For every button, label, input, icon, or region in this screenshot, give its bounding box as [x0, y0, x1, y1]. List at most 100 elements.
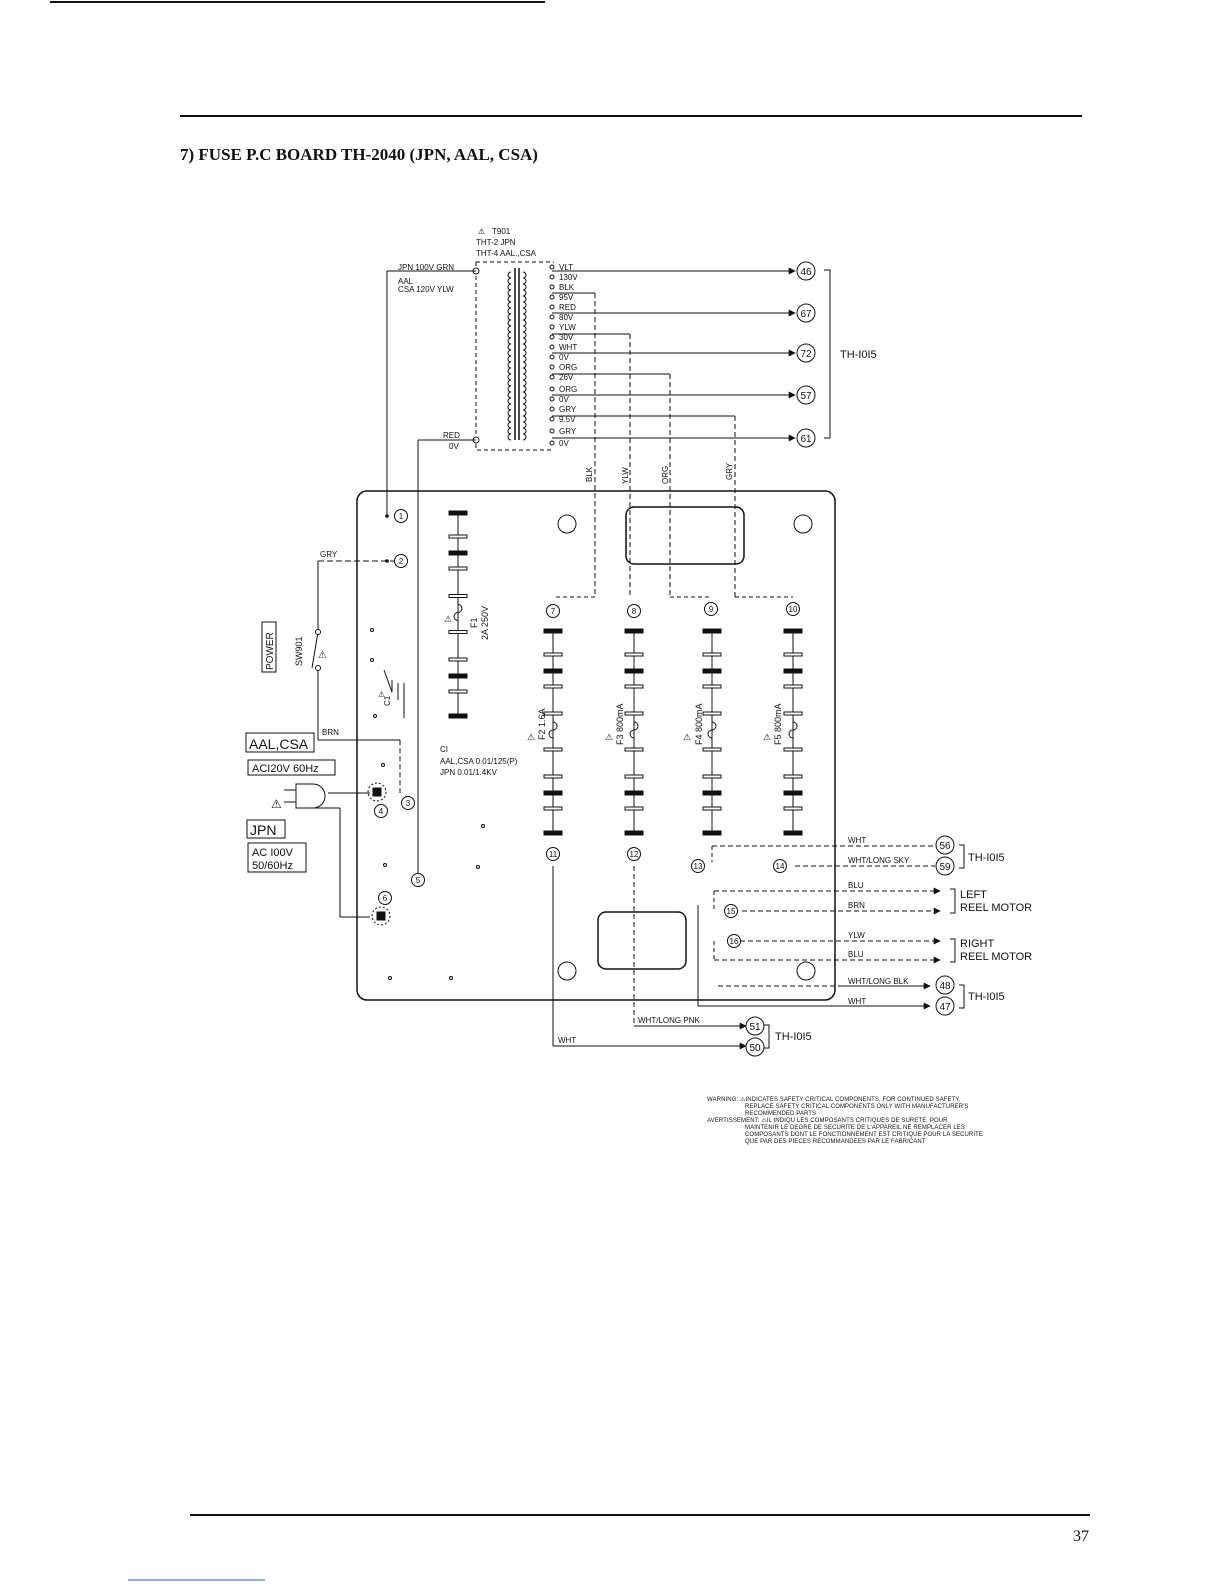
fuse-clip — [624, 747, 644, 752]
fuse-clip — [543, 747, 563, 752]
coil-turn — [507, 319, 512, 327]
connector-48: 48 — [939, 981, 951, 992]
coil-turn — [522, 343, 527, 351]
warning-triangle-icon: ⚠ — [478, 227, 485, 236]
coil-turn — [507, 331, 512, 339]
warning-triangle-icon: ⚠ — [444, 614, 452, 624]
coil-turn — [507, 307, 512, 315]
vertical-wire-labels: BLK YLW ORG GRY — [585, 462, 734, 484]
fuse-clip — [783, 790, 803, 796]
pin-circle — [394, 509, 408, 523]
page-title: 7) FUSE P.C BOARD TH-2040 (JPN, AAL, CSA… — [180, 145, 538, 164]
tap-label-t8: 30V — [559, 333, 574, 342]
coil-turn — [507, 301, 512, 309]
fuse-clip — [543, 830, 563, 836]
tap-label-t16: 9.5V — [559, 415, 576, 424]
right-reel-label-1: RIGHT — [960, 938, 995, 950]
fuse-clip — [448, 550, 468, 556]
primary-red-label: RED — [443, 431, 460, 440]
tap-terminal — [549, 386, 555, 392]
tap-label-t15: GRY — [559, 405, 577, 414]
power-switch-label: POWER — [265, 632, 276, 670]
fuse-clip — [624, 830, 644, 836]
pc-board-outline — [356, 490, 836, 1001]
fuse-f2-label: F2 1.6A — [537, 708, 547, 740]
coil-turn — [522, 421, 527, 429]
pin-circle — [786, 602, 800, 616]
fuse-clip — [624, 774, 644, 779]
fuse-element — [788, 721, 798, 739]
pin-p5: 5 — [416, 876, 421, 885]
warning-line: RECOMMENDED PARTS — [745, 1111, 817, 1117]
fuse-clip — [783, 806, 803, 811]
pin-circle — [704, 602, 718, 616]
coil-turn — [522, 325, 527, 333]
coil-turn — [507, 289, 512, 297]
coil-turn — [522, 361, 527, 369]
fuse-clip — [543, 806, 563, 811]
warning-triangle-icon: ⚠ — [378, 690, 385, 699]
fuse-clip — [624, 711, 644, 716]
warning-triangle-icon: ⚠ — [318, 650, 327, 661]
coil-turn — [522, 367, 527, 375]
aal-csa-box: AAL,CSA — [249, 736, 309, 752]
tap-label-t18: 0V — [559, 439, 569, 448]
tap-label-t3: BLK — [559, 283, 575, 292]
fuse-f1-label: F1 — [469, 617, 479, 628]
wire-gry-label: GRY — [725, 462, 734, 480]
pin-p2: 2 — [399, 557, 404, 566]
pin-circle — [773, 859, 787, 873]
coil-turn — [507, 349, 512, 357]
coil-turn — [522, 415, 527, 423]
coil-turn — [507, 391, 512, 399]
fuse-f3-label: F3 800mA — [615, 703, 625, 745]
vertical-wires — [386, 270, 793, 880]
tap-terminal — [549, 304, 555, 310]
tap-label-t2: 130V — [559, 273, 578, 282]
tap-terminal — [549, 374, 555, 380]
fuse-clip — [543, 774, 563, 779]
wire-brn-left-reel: BRN — [848, 901, 865, 910]
coil-turn — [507, 415, 512, 423]
pin-circle — [627, 847, 641, 861]
coil-turn — [522, 349, 527, 357]
fuse-clip — [702, 628, 722, 634]
fuse-clip — [543, 652, 563, 657]
fuse-clip — [448, 510, 468, 516]
fuse-clip — [783, 747, 803, 752]
warning-line: AVERTISSEMENT: ⚠IL INDIQU LES COMPOSANTS… — [707, 1118, 948, 1124]
tap-terminal — [549, 284, 555, 290]
board-pads — [370, 628, 485, 980]
board-cutout-bottom — [597, 911, 687, 970]
pin-circle — [546, 604, 560, 618]
ac100-line2: 50/60Hz — [252, 860, 293, 872]
tap-terminal — [549, 406, 555, 412]
capacitor-note-ref: CI — [440, 745, 448, 754]
fuse-clip — [783, 711, 803, 716]
mounting-hole — [557, 961, 577, 981]
coil-turn — [522, 391, 527, 399]
capacitor-c1 — [383, 669, 405, 718]
capacitor-note-aal: AAL,CSA 0.01/125(P) — [440, 757, 518, 766]
transformer-model-aal: THT-4 AAL.,CSA — [476, 249, 537, 258]
fuse-f4-label: F4 800mA — [694, 703, 704, 745]
tap-label-t12: 26V — [559, 373, 574, 382]
primary-jpn-label: JPN 100V GRN — [398, 263, 454, 272]
tap-label-t13: ORG — [559, 385, 577, 394]
pin-p6: 6 — [383, 894, 388, 903]
mounting-hole — [793, 514, 813, 534]
pin-p11: 11 — [549, 850, 558, 859]
th1015-label-b: TH-I0I5 — [968, 991, 1005, 1003]
pin-circle — [691, 859, 705, 873]
pin-p4: 4 — [379, 807, 384, 816]
coil-turn — [507, 367, 512, 375]
primary-csa-label: CSA 120V YLW — [398, 285, 454, 294]
warning-line: QUE PAR DES PIECES RECOMMANDEES PAR LE F… — [745, 1139, 926, 1145]
tap-label-t7: YLW — [559, 323, 576, 332]
fuse-element — [707, 721, 717, 739]
transformer-t901 — [472, 261, 554, 451]
fuse-clip — [702, 830, 722, 836]
pin-circle — [724, 904, 738, 918]
fuse-clip — [448, 594, 468, 598]
